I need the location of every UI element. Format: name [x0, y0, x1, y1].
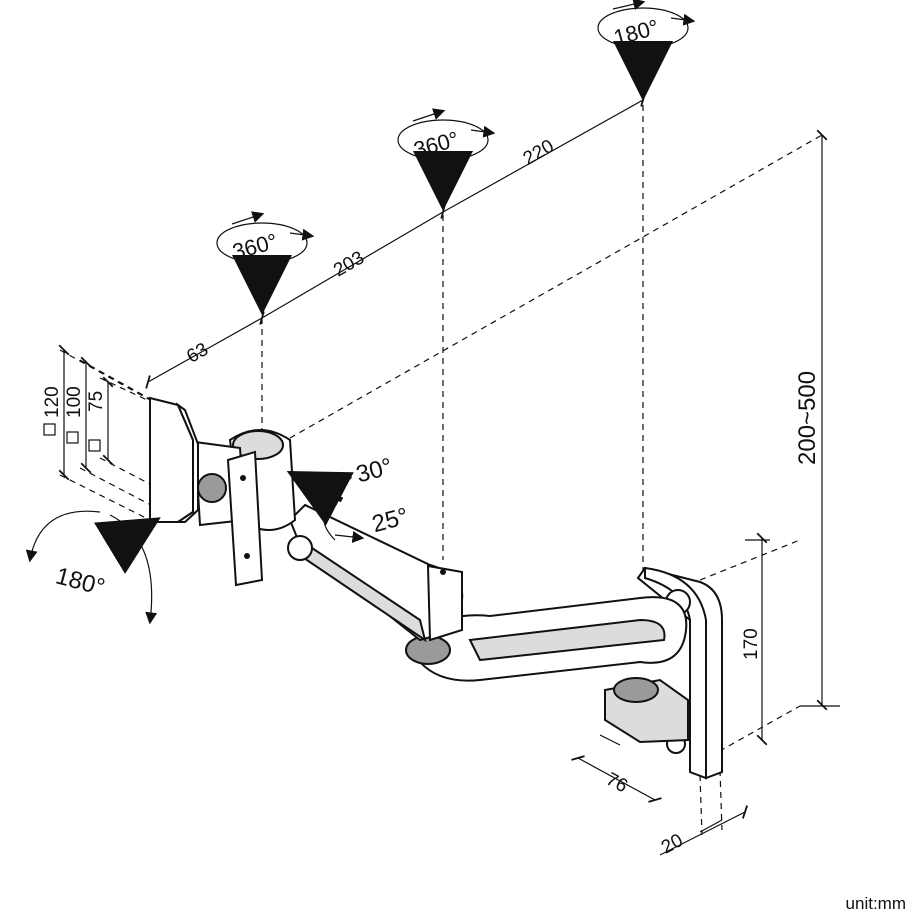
wall-plate	[604, 566, 723, 780]
rotation-180-label: 180°	[611, 14, 661, 50]
vesa-75-label: 75	[86, 391, 107, 412]
screen-rotation-180-label: 180°	[53, 562, 108, 601]
projection-lines	[59, 105, 823, 836]
vesa-75-square-icon	[88, 439, 101, 452]
vesa-100-square-icon	[66, 431, 79, 444]
pointer-arrow-icon	[93, 517, 161, 574]
rotation-360-label-1: 360°	[230, 228, 280, 264]
rotate-right-arrow-icon	[109, 514, 158, 625]
rotation-badge-joint-3: 180°	[597, 0, 696, 101]
tilt-25-label: 25°	[369, 503, 411, 538]
tilt-up-arrow-icon	[319, 475, 353, 491]
dim-63-label: 63	[183, 339, 212, 368]
dim-200-500-label: 200~500	[794, 371, 821, 465]
vesa-120-square-icon	[43, 423, 56, 436]
tilt-30-label: 30°	[353, 453, 395, 488]
unit-label: unit:mm	[845, 894, 906, 913]
vesa-dimensions: 120 100 75	[42, 344, 114, 481]
rotation-360-label-2: 360°	[411, 126, 461, 162]
plate-height-dimension: 170	[741, 532, 770, 746]
vesa-100-label: 100	[64, 386, 85, 418]
arm-length-dimension: 63 203 220	[145, 93, 646, 389]
rotate-left-arrow-icon	[25, 510, 101, 563]
tilt-head	[193, 429, 297, 587]
dim-203-label: 203	[330, 247, 368, 281]
vesa-plate	[149, 396, 199, 523]
height-range-dimension: 200~500	[794, 129, 840, 711]
dim-170-label: 170	[741, 628, 762, 660]
plate-depth-dimension: 76	[571, 734, 662, 803]
rotation-badge-joint-1: 360°	[216, 211, 315, 315]
dim-220-label: 220	[520, 136, 558, 170]
vesa-120-label: 120	[42, 386, 63, 418]
rotation-badge-joint-2: 360°	[397, 108, 496, 211]
long-arm	[405, 596, 688, 682]
tilt-down-arrow-icon	[334, 530, 365, 543]
screen-rotation-indicator: 180°	[25, 510, 161, 625]
